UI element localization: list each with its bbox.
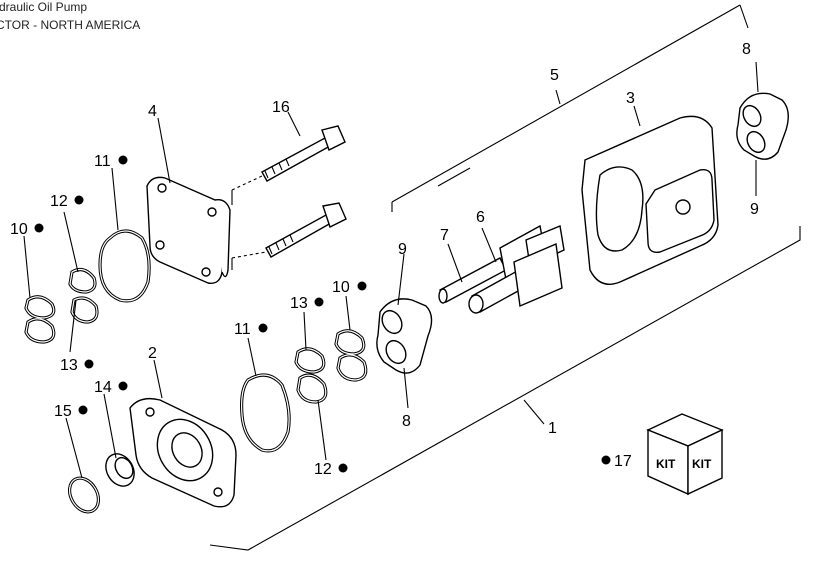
callout-13a: 13 — [60, 357, 78, 374]
bearing-block-part-9-left — [376, 298, 433, 374]
dot-callout-11a — [118, 155, 128, 165]
assembly-bracket-1 — [209, 226, 801, 551]
callout-2: 2 — [148, 345, 157, 362]
callout-12b: 12 — [314, 461, 332, 478]
kit-dots — [34, 155, 611, 473]
seal-ring-part-12-upper — [68, 267, 99, 324]
dot-callout-12a — [74, 195, 84, 205]
callout-11a: 11 — [94, 153, 111, 170]
bolt-part-16 — [231, 125, 347, 270]
callout-4: 4 — [148, 103, 157, 120]
callout-10a: 10 — [10, 221, 28, 238]
callout-16: 16 — [272, 99, 290, 116]
seal-ring-part-10-upper — [24, 295, 56, 344]
dot-callout-10a — [34, 223, 44, 233]
page-title: ydraulic Oil Pump — [0, 0, 88, 14]
shaft-seal-part-14 — [105, 453, 135, 487]
driven-gear-part-6 — [468, 225, 565, 314]
snap-ring-part-15 — [67, 476, 101, 514]
seal-ring-part-13-lower — [294, 347, 328, 404]
leader-lines — [23, 61, 759, 479]
dot-callout-12b — [338, 463, 348, 473]
dot-callout-10b — [357, 281, 367, 291]
dot-callout-11b — [258, 323, 268, 333]
dot-callout-13b — [314, 297, 324, 307]
callout-7: 7 — [440, 227, 449, 244]
callout-10b: 10 — [332, 279, 350, 296]
callout-8a: 8 — [742, 41, 751, 58]
repair-kit-box-part-17: KIT KIT — [646, 413, 724, 496]
title-block: ydraulic Oil Pump CTOR - NORTH AMERICA — [0, 0, 200, 40]
assembly-bracket-5 — [391, 4, 749, 212]
bearing-block-part-8-right — [736, 92, 789, 160]
callout-labels: 1 2 3 4 5 6 7 8 8 9 9 10 10 11 11 12 12 … — [10, 41, 759, 478]
pump-body-part-3 — [581, 115, 719, 285]
callout-3: 3 — [626, 90, 635, 107]
dot-callout-15 — [78, 405, 88, 415]
callout-14: 14 — [94, 379, 112, 396]
seal-ring-part-11-lower — [240, 373, 291, 453]
callout-5: 5 — [550, 67, 559, 84]
callout-9b: 9 — [750, 201, 759, 218]
dot-callout-17 — [601, 455, 611, 465]
dot-callout-13a — [84, 359, 94, 369]
callout-15: 15 — [54, 403, 72, 420]
callout-11b: 11 — [234, 321, 251, 338]
callout-17: 17 — [614, 453, 632, 470]
kit-label-left: KIT — [656, 457, 676, 471]
dot-callout-14 — [118, 381, 128, 391]
front-flange-part-2 — [129, 397, 237, 508]
end-cover-part-4 — [146, 176, 231, 284]
callout-13b: 13 — [290, 295, 308, 312]
callout-1: 1 — [548, 420, 557, 437]
callout-8b: 8 — [402, 413, 411, 430]
callout-9a: 9 — [398, 241, 407, 258]
kit-label-right: KIT — [692, 457, 712, 471]
page-subtitle: CTOR - NORTH AMERICA — [0, 18, 141, 32]
callout-12a: 12 — [50, 193, 68, 210]
callout-6: 6 — [476, 209, 485, 226]
seal-ring-part-11-upper — [98, 229, 151, 303]
seal-ring-part-10-lower — [334, 329, 368, 382]
